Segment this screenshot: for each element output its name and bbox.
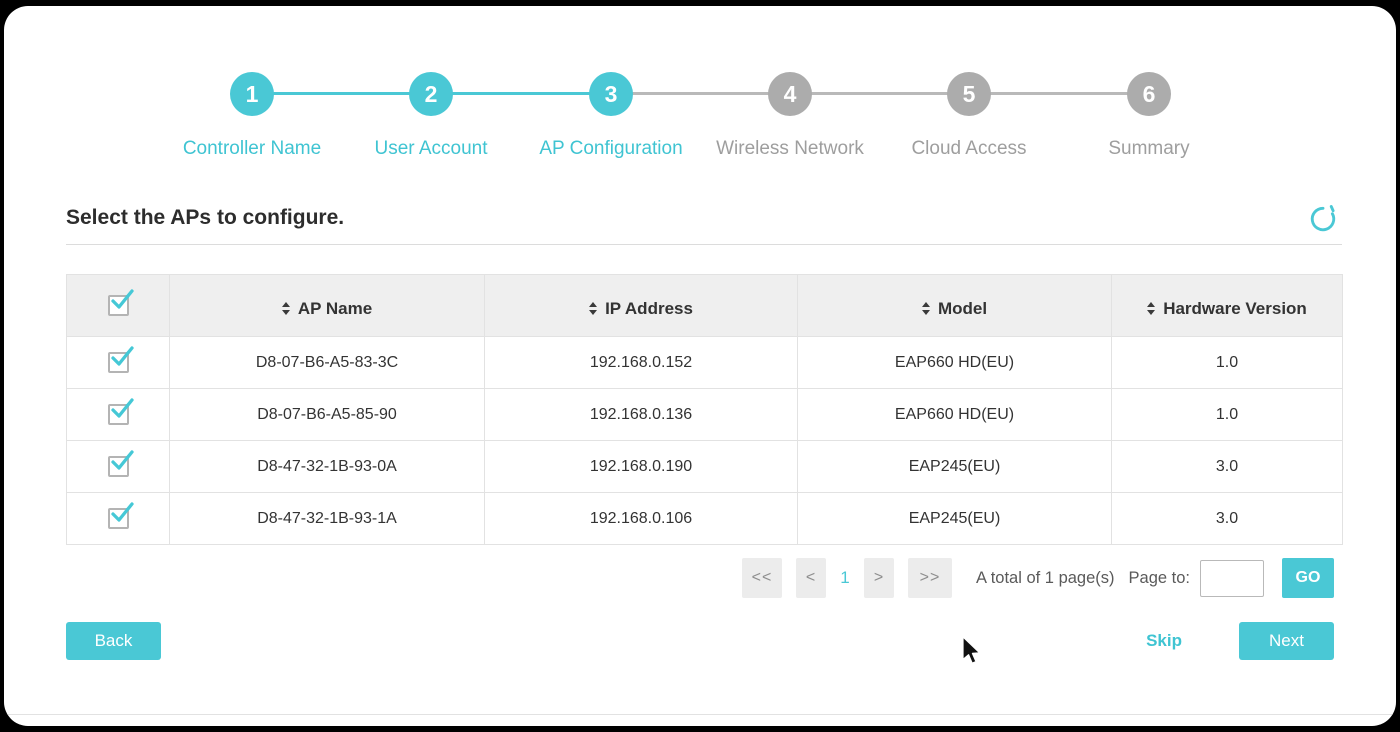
table-row: D8-07-B6-A5-85-90 192.168.0.136 EAP660 H… (66, 388, 1343, 441)
step-6-circle: 6 (1127, 72, 1171, 116)
step-summary: 6 Summary (1059, 72, 1239, 160)
cell-ap-name: D8-07-B6-A5-85-90 (169, 388, 485, 441)
step-ap-configuration: 3 AP Configuration (521, 72, 701, 160)
refresh-button[interactable] (1308, 204, 1338, 234)
row-checkbox[interactable] (107, 346, 134, 373)
skip-link[interactable]: Skip (1146, 631, 1182, 650)
step-1-label: Controller Name (182, 138, 322, 159)
step-wireless-network: 4 Wireless Network (700, 72, 880, 160)
back-button[interactable]: Back (66, 622, 161, 660)
check-icon (110, 289, 134, 309)
pagination-next-button[interactable]: > (864, 558, 895, 598)
step-controller-name: 1 Controller Name (162, 72, 342, 160)
table-row: D8-47-32-1B-93-0A 192.168.0.190 EAP245(E… (66, 440, 1343, 493)
sort-icon (589, 302, 598, 316)
step-5-label: Cloud Access (911, 138, 1027, 159)
table-row: D8-47-32-1B-93-1A 192.168.0.106 EAP245(E… (66, 492, 1343, 545)
step-6-label: Summary (1108, 138, 1190, 159)
cell-hardware-version: 3.0 (1111, 492, 1343, 545)
table-header-row: AP Name IP Address Model Hardware Versio… (66, 274, 1343, 337)
sort-icon (1147, 302, 1156, 316)
check-icon (110, 398, 134, 418)
wizard-window: 1 Controller Name 2 User Account 3 AP Co… (4, 6, 1396, 726)
pagination-current-page: 1 (840, 568, 850, 587)
cell-ip-address: 192.168.0.136 (484, 388, 798, 441)
page-to-input[interactable] (1200, 559, 1264, 597)
check-icon (110, 502, 134, 522)
row-checkbox[interactable] (107, 450, 134, 477)
table-row: D8-07-B6-A5-83-3C 192.168.0.152 EAP660 H… (66, 336, 1343, 389)
column-header-ip-address[interactable]: IP Address (484, 274, 798, 337)
cell-model: EAP660 HD(EU) (797, 336, 1112, 389)
page-title: Select the APs to configure. (66, 206, 345, 229)
cell-model: EAP245(EU) (797, 492, 1112, 545)
cell-hardware-version: 1.0 (1111, 336, 1343, 389)
stepper-line-upcoming (611, 92, 1149, 95)
setup-stepper: 1 Controller Name 2 User Account 3 AP Co… (4, 6, 1396, 176)
sort-icon (281, 302, 290, 316)
pagination-total-text: A total of 1 page(s) (976, 568, 1115, 587)
select-all-checkbox[interactable] (107, 289, 134, 316)
check-icon (110, 346, 134, 366)
cell-model: EAP245(EU) (797, 440, 1112, 493)
cell-ip-address: 192.168.0.152 (484, 336, 798, 389)
step-user-account: 2 User Account (341, 72, 521, 160)
column-header-ap-name[interactable]: AP Name (169, 274, 485, 337)
step-4-circle: 4 (768, 72, 812, 116)
cell-ip-address: 192.168.0.106 (484, 492, 798, 545)
row-checkbox[interactable] (107, 398, 134, 425)
pagination-prev-button[interactable]: < (796, 558, 827, 598)
step-3-label: AP Configuration (539, 138, 683, 159)
ap-table: AP Name IP Address Model Hardware Versio… (66, 274, 1343, 545)
column-header-hardware-version[interactable]: Hardware Version (1111, 274, 1343, 337)
pagination-bar: << < 1 > >> A total of 1 page(s) Page to… (742, 558, 1334, 598)
cell-hardware-version: 1.0 (1111, 388, 1343, 441)
header-select-all-cell (66, 274, 170, 337)
go-button[interactable]: GO (1282, 558, 1334, 598)
cell-hardware-version: 3.0 (1111, 440, 1343, 493)
step-3-circle: 3 (589, 72, 633, 116)
cell-ip-address: 192.168.0.190 (484, 440, 798, 493)
row-checkbox[interactable] (107, 502, 134, 529)
pagination-last-button[interactable]: >> (908, 558, 953, 598)
step-2-label: User Account (374, 138, 488, 159)
step-5-circle: 5 (947, 72, 991, 116)
check-icon (110, 450, 134, 470)
footer-actions: Skip Next (1146, 622, 1334, 660)
window-bottom-seam (4, 714, 1396, 715)
cell-ap-name: D8-47-32-1B-93-0A (169, 440, 485, 493)
cell-model: EAP660 HD(EU) (797, 388, 1112, 441)
next-button[interactable]: Next (1239, 622, 1334, 660)
cell-ap-name: D8-47-32-1B-93-1A (169, 492, 485, 545)
step-cloud-access: 5 Cloud Access (879, 72, 1059, 160)
pagination-first-button[interactable]: << (742, 558, 783, 598)
step-2-circle: 2 (409, 72, 453, 116)
sort-icon (921, 302, 930, 316)
cell-ap-name: D8-07-B6-A5-83-3C (169, 336, 485, 389)
step-4-label: Wireless Network (716, 138, 864, 159)
page-to-label: Page to: (1128, 568, 1190, 587)
step-1-circle: 1 (230, 72, 274, 116)
column-header-model[interactable]: Model (797, 274, 1112, 337)
title-divider (66, 244, 1342, 245)
refresh-icon (1308, 205, 1338, 238)
